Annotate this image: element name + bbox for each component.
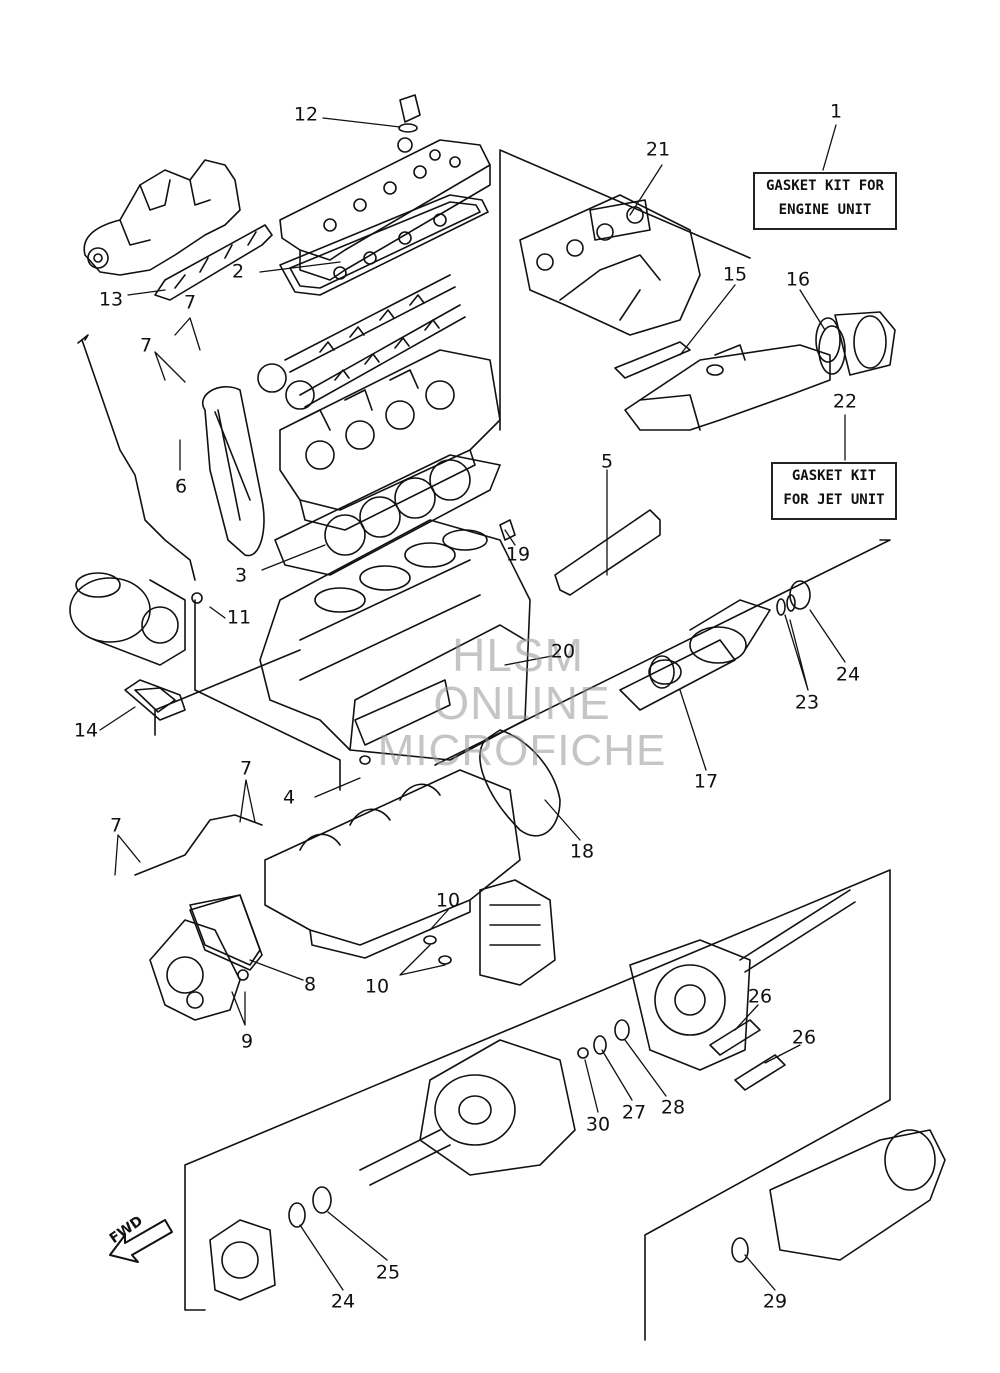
- callout-22: 22: [832, 390, 858, 413]
- leader-lines: [99, 117, 846, 1291]
- engine-kit-line1: GASKET KIT FOR: [765, 178, 884, 194]
- callout-4: 4: [282, 786, 296, 809]
- oil-seal-17: [649, 655, 675, 689]
- callout-9: 9: [240, 1030, 254, 1053]
- callout-19: 19: [505, 543, 531, 566]
- callout-30: 30: [585, 1113, 611, 1136]
- intermediate-housing: [419, 1039, 576, 1176]
- nozzle-assy: [769, 1129, 946, 1261]
- gasket-5: [554, 509, 661, 596]
- gasket-kit-engine-box: GASKET KIT FOR ENGINE UNIT: [753, 172, 897, 230]
- watermark-line3: MICROFICHE: [377, 726, 667, 775]
- seal-25: [312, 1186, 332, 1214]
- oil-pipe: [134, 814, 263, 876]
- oil-pump: [149, 894, 261, 1021]
- exhaust-manifold: [519, 194, 701, 336]
- turbo-gasket: [124, 679, 186, 721]
- camshafts: [257, 274, 466, 410]
- o-ring-10: [423, 935, 437, 945]
- callout-24b: 24: [330, 1290, 356, 1313]
- o-ring-30: [577, 1047, 589, 1059]
- callout-8: 8: [303, 973, 317, 996]
- drive-coupling: [619, 599, 771, 711]
- callout-24a: 24: [835, 663, 861, 686]
- cylinder-block: [259, 519, 531, 761]
- gasket-18: [479, 729, 561, 837]
- gasket-26b: [734, 1054, 786, 1091]
- jet-section-border: [184, 539, 891, 1341]
- callout-20: 20: [550, 640, 576, 663]
- exhaust-joint: [815, 311, 896, 376]
- callout-13: 13: [98, 288, 124, 311]
- callout-25: 25: [375, 1261, 401, 1284]
- watermark-line2: ONLINE: [433, 677, 611, 729]
- fwd-arrow-shape: [109, 1219, 173, 1263]
- callout-7a: 7: [183, 291, 197, 314]
- callout-15: 15: [722, 263, 748, 286]
- o-ring-4: [359, 755, 371, 765]
- o-ring-23a: [776, 598, 786, 616]
- callout-21: 21: [645, 138, 671, 161]
- callout-10b: 10: [364, 975, 390, 998]
- callout-23: 23: [794, 691, 820, 714]
- seal-27: [593, 1035, 607, 1055]
- gasket-kit-jet-box: GASKET KIT FOR JET UNIT: [771, 462, 897, 520]
- callout-17: 17: [693, 770, 719, 793]
- gasket-16: [818, 325, 846, 375]
- jet-pump-housing: [629, 939, 751, 1071]
- callout-3: 3: [234, 564, 248, 587]
- callout-10a: 10: [435, 889, 461, 912]
- water-pump-housing: [479, 879, 556, 986]
- head-gasket: [274, 454, 501, 576]
- drive-shaft: [739, 889, 856, 973]
- gasket-26a: [709, 1019, 761, 1056]
- callout-2: 2: [231, 260, 245, 283]
- gasket-19: [499, 519, 516, 541]
- head-cover-gasket: [279, 194, 489, 296]
- callout-6: 6: [174, 475, 188, 498]
- seal-28: [614, 1019, 630, 1041]
- callout-11: 11: [226, 606, 252, 629]
- bearing-housing: [209, 1219, 276, 1301]
- callout-26b: 26: [791, 1026, 817, 1049]
- callout-16: 16: [785, 268, 811, 291]
- callout-18: 18: [569, 840, 595, 863]
- callout-26a: 26: [747, 985, 773, 1008]
- callout-12: 12: [293, 103, 319, 126]
- callout-7d: 7: [109, 814, 123, 837]
- callout-7b: 7: [139, 334, 153, 357]
- exhaust-gasket-15: [614, 341, 691, 379]
- timing-chain: [202, 385, 265, 557]
- o-ring-10b: [438, 955, 452, 965]
- jet-kit-line1: GASKET KIT: [791, 468, 877, 484]
- o-ring-9: [237, 969, 249, 981]
- callout-29: 29: [762, 1290, 788, 1313]
- engine-kit-line2: ENGINE UNIT: [778, 202, 872, 218]
- callout-28: 28: [660, 1096, 686, 1119]
- shaft: [359, 1129, 451, 1186]
- callout-14: 14: [73, 719, 99, 742]
- callout-1: 1: [829, 100, 843, 123]
- intake-manifold: [83, 159, 273, 301]
- jet-kit-line2: FOR JET UNIT: [783, 492, 885, 508]
- gasket-21: [589, 199, 651, 241]
- watermark-line1: HLSM: [452, 629, 584, 681]
- seal-24-lower: [288, 1202, 306, 1228]
- oil-dipstick: [77, 334, 196, 581]
- o-ring-23b: [786, 594, 796, 612]
- crankcase: [264, 769, 521, 959]
- o-ring-29: [731, 1237, 749, 1263]
- turbocharger: [69, 572, 186, 666]
- exhaust-pipe: [624, 344, 831, 431]
- callout-5: 5: [600, 450, 614, 473]
- callout-7c: 7: [239, 757, 253, 780]
- callout-27: 27: [621, 1101, 647, 1124]
